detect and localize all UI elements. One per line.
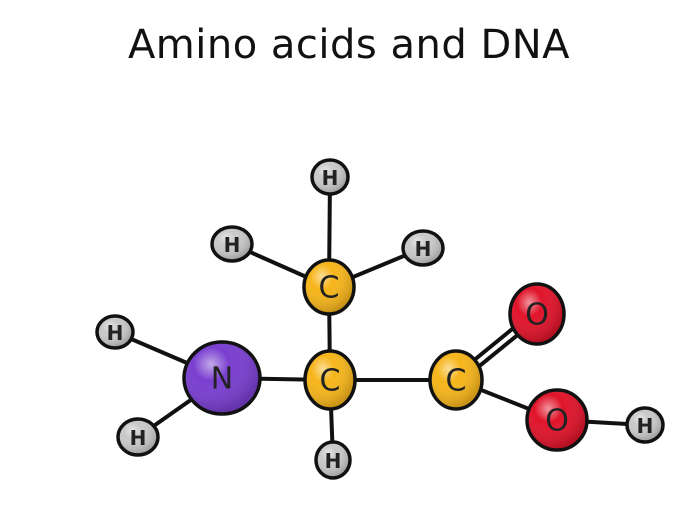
atom-highlight xyxy=(628,409,662,441)
atom-label: C xyxy=(319,271,340,306)
atom-highlight xyxy=(119,420,157,454)
atom-highlight xyxy=(185,343,259,413)
atom-h-alpha: H xyxy=(314,440,352,480)
atom-h-upper-right: H xyxy=(401,229,445,267)
atom-h-hydroxyl: H xyxy=(625,406,665,444)
atom-label: H xyxy=(224,233,241,257)
atom-label: O xyxy=(525,298,549,333)
atom-label: H xyxy=(107,321,124,345)
atom-highlight xyxy=(528,391,586,449)
atom-label: H xyxy=(415,237,432,261)
atom-highlight xyxy=(98,317,132,347)
atom-label: H xyxy=(130,426,147,450)
atom-c-carboxyl: C xyxy=(428,349,484,411)
atom-o-double: O xyxy=(508,282,566,346)
atom-h-top: H xyxy=(310,158,350,196)
atom-highlight xyxy=(313,161,347,193)
atom-h-upper-left: H xyxy=(210,225,254,263)
atom-highlight xyxy=(317,443,349,477)
atom-label: H xyxy=(322,166,339,190)
slide-title: Amino acids and DNA xyxy=(127,22,571,68)
atom-label: C xyxy=(446,364,467,399)
atom-highlight xyxy=(305,261,353,313)
atom-label: H xyxy=(325,449,342,473)
atom-label: N xyxy=(211,362,233,397)
atom-highlight xyxy=(404,232,442,264)
atom-h-amine-bottom: H xyxy=(116,417,160,457)
atom-c-alpha: C xyxy=(303,349,357,411)
atom-label: H xyxy=(637,414,654,438)
atom-highlight xyxy=(213,228,251,260)
atom-c-methyl: C xyxy=(302,258,356,316)
atom-label: C xyxy=(320,364,341,399)
atom-label: O xyxy=(545,404,569,439)
atom-highlight xyxy=(431,352,481,408)
atom-h-amine-top: H xyxy=(95,314,135,350)
atom-o-hydroxyl: O xyxy=(525,388,589,452)
atom-highlight xyxy=(306,352,354,408)
atom-n-amine: N xyxy=(182,340,262,416)
atom-highlight xyxy=(511,285,563,343)
